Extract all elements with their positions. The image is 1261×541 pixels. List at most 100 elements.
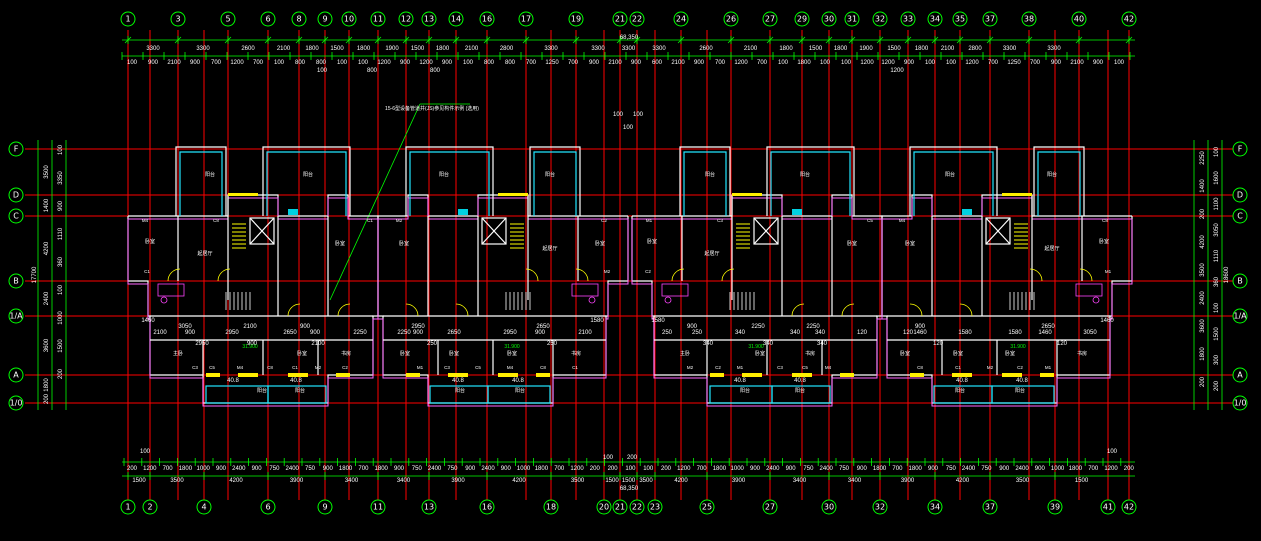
room-dimension: 900: [687, 324, 698, 330]
dimension-label-bottom: 750: [803, 466, 814, 472]
dimension-label-bottom: 1800: [909, 466, 923, 472]
window-code: M2: [315, 365, 322, 370]
window-code: M2: [604, 269, 611, 274]
dimension-label-small: 2100: [608, 60, 622, 66]
window-sill: [792, 373, 812, 377]
window-code: M1: [737, 365, 744, 370]
room-dimension: 2950: [225, 330, 239, 336]
room-label: 卧室: [399, 240, 409, 247]
dimension-label-small: 600: [652, 60, 663, 66]
dimension-label-bottom: 1800: [1069, 466, 1083, 472]
bathtub: [157, 283, 185, 297]
dimension-label-small: 100: [1114, 60, 1125, 66]
right-overall-dim: 18600: [1224, 266, 1230, 283]
window-sill: [742, 373, 762, 377]
window-sill: [206, 373, 220, 377]
dimension-label-small: 700: [988, 60, 999, 66]
axis-bubble-top: [220, 11, 236, 27]
door-swing: [1079, 268, 1093, 282]
room-label: 阳台: [795, 387, 805, 394]
dimension-label-small: 900: [442, 60, 453, 66]
axis-bubble-right: [1232, 395, 1248, 411]
room-dimension: 1460: [1038, 330, 1052, 336]
room-dimension: 2650: [536, 324, 550, 330]
door-swing: [1029, 268, 1043, 282]
window-code: M4: [237, 365, 244, 370]
elevator-shaft: [985, 217, 1011, 245]
axis-bubble-top: [844, 11, 860, 27]
room-dimension: 2650: [447, 330, 461, 336]
dimension-label-right-2: 3050: [1214, 223, 1220, 237]
dimension-label-left: 1800: [44, 378, 50, 392]
window-top: [498, 193, 528, 196]
axis-bubble-left: [8, 395, 24, 411]
axis-number-top: 3: [175, 15, 180, 24]
dimension-slash: [633, 36, 641, 44]
axis-number-top: 13: [424, 15, 434, 24]
window-code: C5: [475, 365, 481, 370]
dimension-label-bottom: 750: [412, 466, 423, 472]
window-code: C3: [444, 365, 450, 370]
dimension-label-small: 1200: [230, 60, 244, 66]
balcony-glass: [770, 151, 851, 216]
dimension-label-bottom: 1000: [731, 466, 745, 472]
dimension-slash: [425, 36, 433, 44]
dimension-label-bottom-2: 3500: [170, 478, 184, 484]
dimension-label-small: 1800: [797, 60, 811, 66]
dimension-label-bottom-2: 4200: [229, 478, 243, 484]
dimension-label-small: 700: [526, 60, 537, 66]
door-swing: [909, 303, 923, 317]
balcony-wall: [175, 146, 227, 216]
dimension-label-right-2: 200: [1214, 380, 1220, 391]
window-sill: [710, 373, 724, 377]
door-swing: [841, 303, 855, 317]
window-code: C5: [802, 365, 808, 370]
room-dimension: 250: [662, 330, 673, 336]
room-label: 主卧: [173, 350, 183, 357]
axis-number-top: 22: [632, 15, 642, 24]
dimension-label-sub: 800: [367, 68, 378, 74]
dimension-label-bottom: 2400: [428, 466, 442, 472]
dimension-label-right: 4200: [1200, 235, 1206, 249]
axis-bubble-top: [900, 11, 916, 27]
elevation-mark: 31.900: [1010, 344, 1026, 350]
axis-bubble-bottom: [317, 499, 333, 515]
axis-bubble-top: [612, 11, 628, 27]
dimension-label-right-2: 1600: [1214, 171, 1220, 185]
axis-bubble-bottom: [699, 499, 715, 515]
axis-bubble-bottom: [762, 499, 778, 515]
dimension-label-bottom-2: 3400: [793, 478, 807, 484]
dimension-label-bottom: 900: [1035, 466, 1046, 472]
window-sill: [1002, 373, 1022, 377]
axis-bubble-right: [1232, 308, 1248, 324]
toilet: [1092, 296, 1100, 304]
dimension-label-bottom: 2400: [962, 466, 976, 472]
window-code: C3: [777, 365, 783, 370]
floor-plan-body: [127, 146, 1133, 407]
dimension-label-small: 100: [463, 60, 474, 66]
axis-letter-left: B: [13, 277, 19, 286]
axis-bubble-top: [370, 11, 386, 27]
axis-bubble-bottom: [1121, 499, 1137, 515]
window-code: M4: [825, 365, 832, 370]
dimension-label-small: 1200: [377, 60, 391, 66]
room-dimension: 900: [915, 324, 926, 330]
room-dimension: 2250: [806, 324, 820, 330]
axis-bubble-top: [762, 11, 778, 27]
dimension-label-top: 3300: [196, 46, 210, 52]
dimension-label-small: 1200: [419, 60, 433, 66]
axis-number-top: 17: [521, 15, 531, 24]
dimension-slash: [931, 36, 939, 44]
room-label: 卧室: [1099, 238, 1109, 245]
exterior-wall-inner: [127, 197, 379, 407]
dimension-label-small: 1250: [545, 60, 559, 66]
dimension-slash: [452, 36, 460, 44]
dimension-label-right: 2250: [1200, 151, 1206, 165]
dimension-label-small: 900: [1051, 60, 1062, 66]
room-dimension: 2950: [411, 324, 425, 330]
room-label: 阳台: [800, 171, 810, 178]
dimension-label-bottom: 900: [252, 466, 263, 472]
axis-bubble-bottom: [196, 499, 212, 515]
window-code: C2: [601, 218, 607, 223]
